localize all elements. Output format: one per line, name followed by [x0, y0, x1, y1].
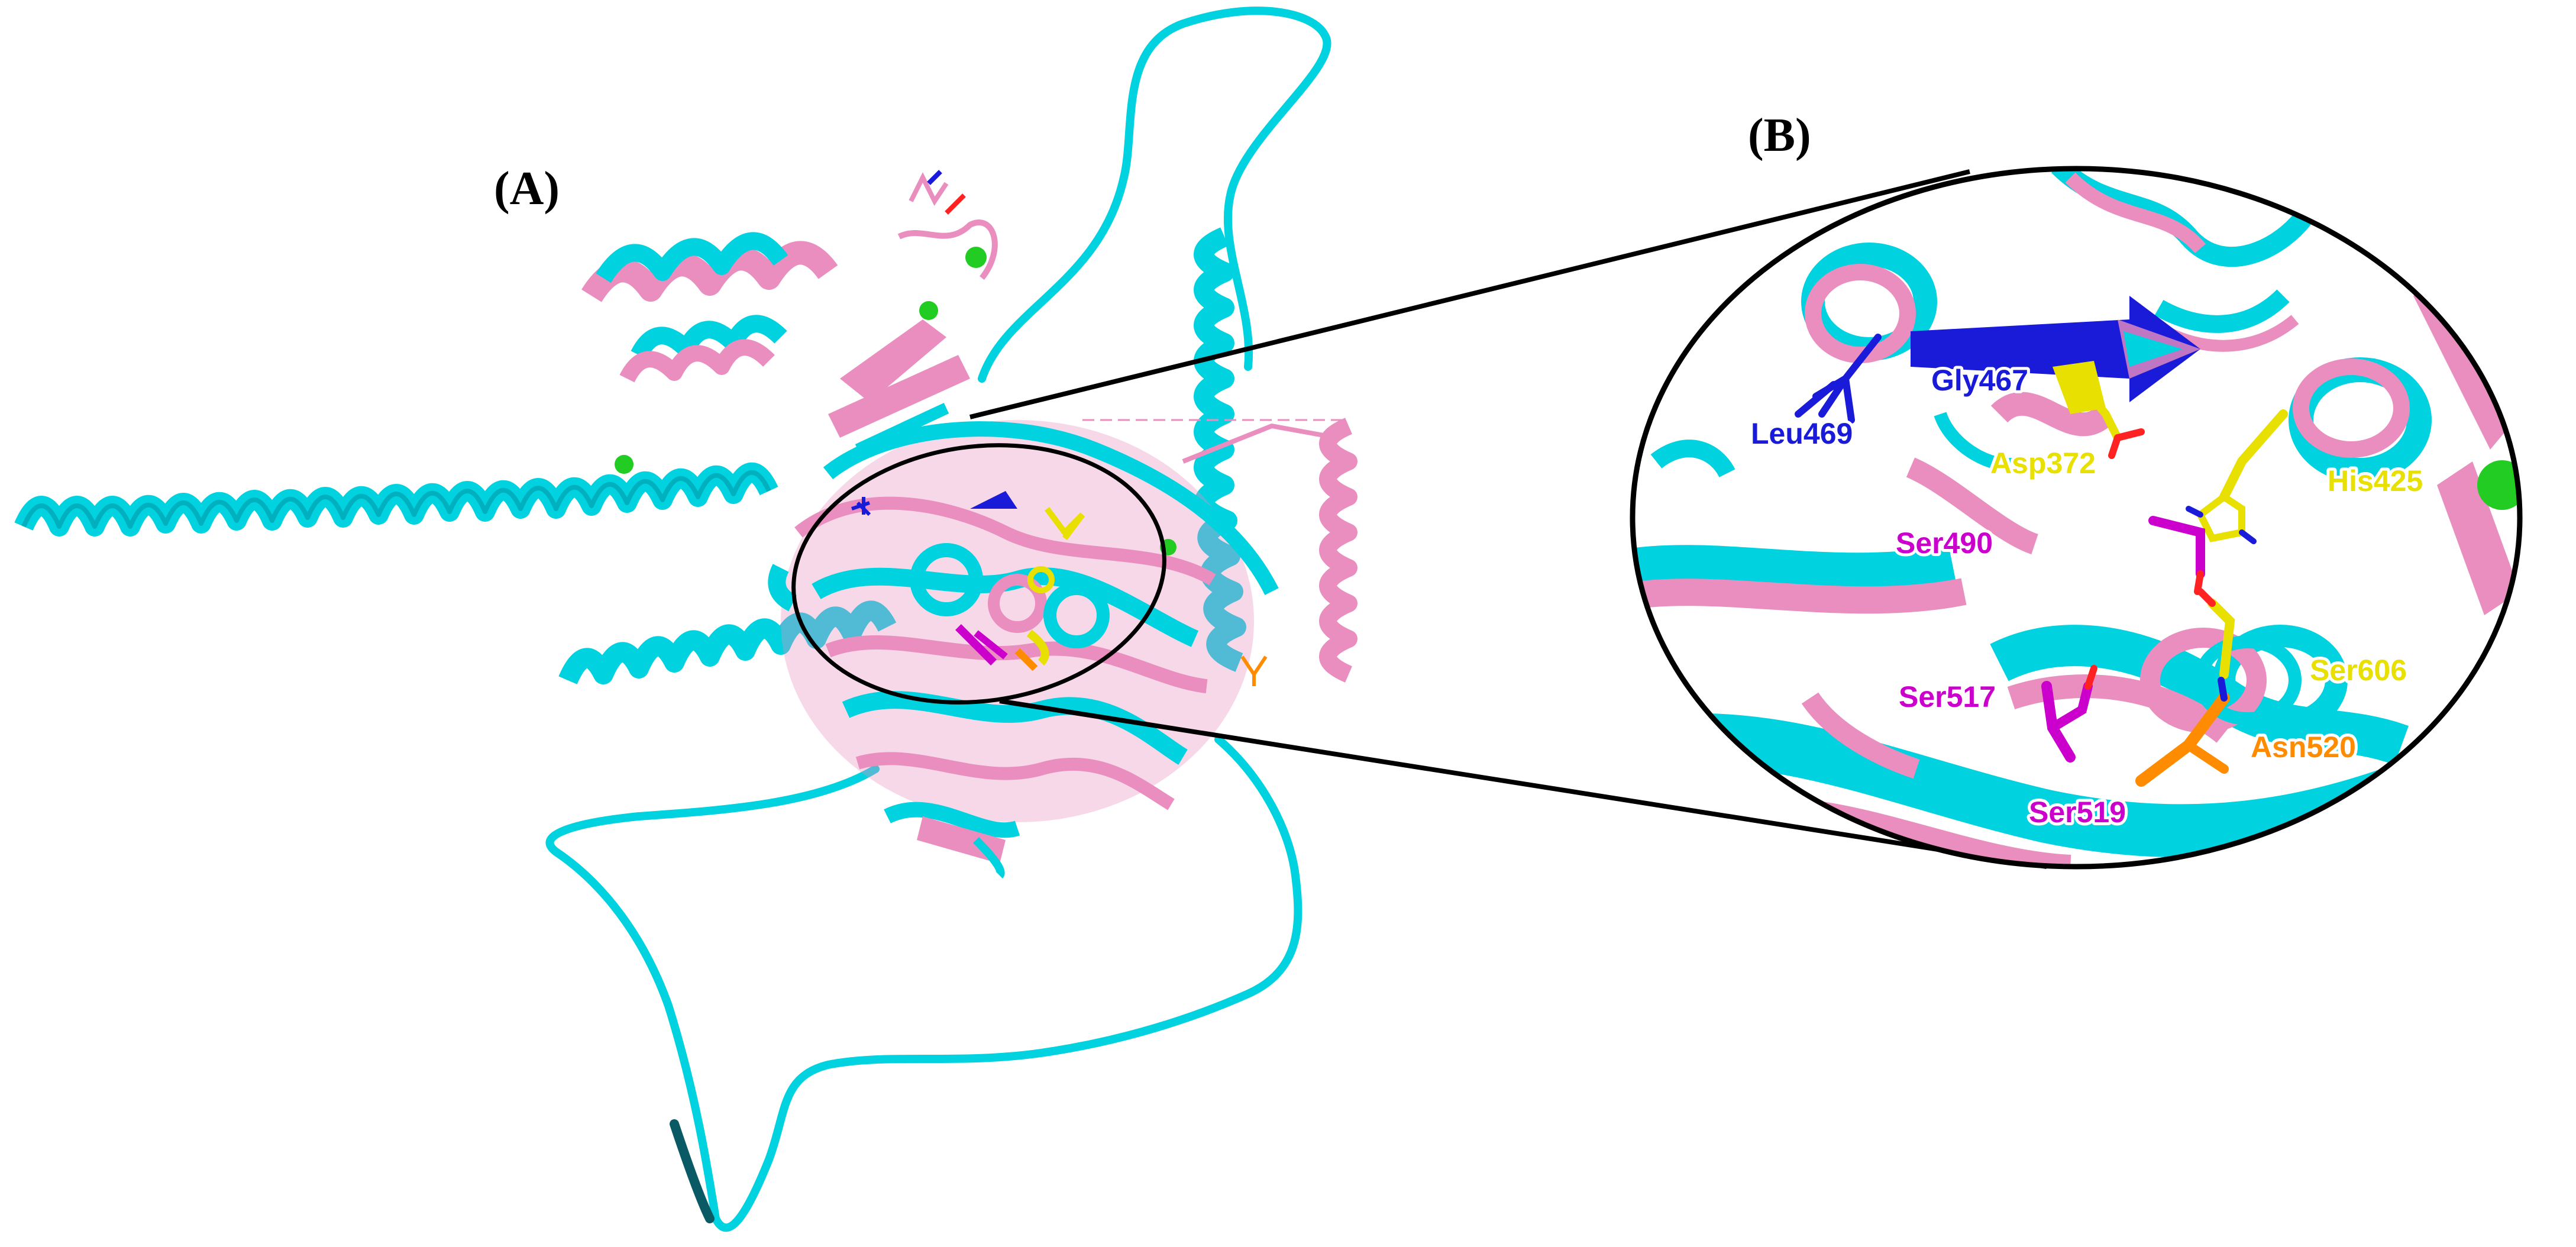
panel-a: (A): [14, 7, 1358, 1232]
panel-a-top-loop: [978, 7, 1331, 383]
panel-a-bottom-loop: [545, 735, 1302, 1232]
panel-b-zoom-ellipse: [1630, 166, 2523, 870]
residue-label-ser490: Ser490: [1896, 526, 1993, 560]
asp372-sidechain: [2072, 374, 2145, 459]
asn520-sidechain: [2135, 677, 2230, 787]
his425-sidechain: [2186, 409, 2288, 544]
panel-a-lower-helix: [558, 600, 897, 685]
residue-label-asn520: Asn520: [2251, 731, 2356, 764]
ion-sphere: [965, 247, 987, 268]
panel-a-label: (A): [494, 163, 560, 215]
ser606-sidechain: [2197, 588, 2235, 679]
zoom-connector-top: [969, 169, 1970, 419]
leu469-sidechain: [1795, 334, 1882, 424]
panel-b-zoomed-view: [1633, 169, 2520, 867]
zoom-connector-bottom: [999, 699, 2047, 869]
residue-label-gly467: Gly467: [1931, 364, 2028, 397]
panel-a-right-helix: [1194, 227, 1246, 672]
residue-label-asp372: Asp372: [1990, 447, 2096, 480]
panel-a-core: [768, 419, 1343, 878]
active-site-selection-ellipse: [791, 443, 1166, 705]
panel-b: (B) Leu469 Gly467 Asp372 His425 Ser490 S…: [1630, 109, 2523, 870]
ser517-sidechain: [2041, 665, 2097, 763]
residue-label-ser606: Ser606: [2310, 654, 2407, 687]
ser490-sidechain: [2148, 516, 2205, 595]
ion-sphere: [919, 301, 938, 320]
gly467-strand: [1911, 296, 2200, 402]
residue-label-ser519: Ser519: [2029, 796, 2126, 829]
ion-sphere: [615, 455, 634, 474]
residue-label-his425: His425: [2328, 464, 2423, 497]
residue-label-leu469: Leu469: [1751, 417, 1853, 450]
residue-label-ser517: Ser517: [1899, 680, 1996, 713]
panel-b-label: (B): [1748, 109, 1811, 161]
